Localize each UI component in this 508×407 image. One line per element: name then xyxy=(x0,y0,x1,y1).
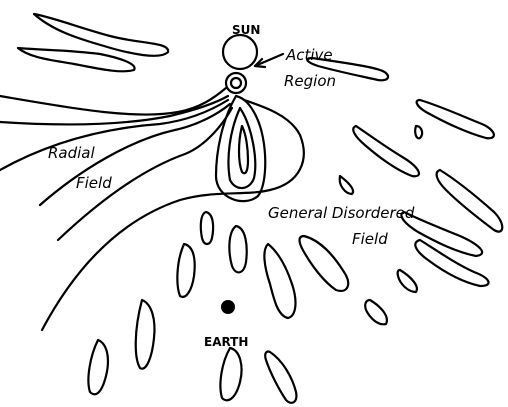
blob-bottom-center xyxy=(220,348,241,400)
blob-left-upper xyxy=(18,48,135,71)
sun-label: SUN xyxy=(232,23,260,37)
active-region-marker xyxy=(226,73,246,93)
active-region-outer-ring xyxy=(226,73,246,93)
blob-far-right xyxy=(437,170,503,232)
blob-right-tiny xyxy=(340,176,353,194)
general-field-label-line2: Field xyxy=(352,230,388,248)
blob-bottom-right xyxy=(265,351,296,402)
streamer-middle xyxy=(228,108,255,188)
blob-lower-center-right xyxy=(264,244,295,318)
radial-field-label-line2: Field xyxy=(76,174,112,192)
streamer-loops xyxy=(216,96,265,201)
active-region-label-line1: Active xyxy=(285,46,333,64)
blob-lower-left xyxy=(136,300,155,369)
sun xyxy=(223,35,257,69)
radial-line-2 xyxy=(0,96,228,124)
radial-field-label-line1: Radial xyxy=(48,144,95,162)
blob-center-left xyxy=(177,244,194,297)
blob-right-small xyxy=(415,126,422,138)
earth-dot xyxy=(221,300,235,314)
active-region-inner-ring xyxy=(231,78,241,88)
earth-label: EARTH xyxy=(204,335,248,349)
blob-center xyxy=(229,226,246,272)
disordered-field-blobs xyxy=(18,14,502,403)
blob-lower-right-tiny xyxy=(398,270,417,292)
blob-lower-right-small xyxy=(365,300,387,324)
sun-disk xyxy=(223,35,257,69)
blob-right-long xyxy=(417,100,494,138)
streamer-inner xyxy=(239,126,248,173)
blob-bottom-left xyxy=(88,340,108,394)
radial-field-lines xyxy=(0,88,304,330)
radial-line-6 xyxy=(42,100,304,330)
active-region-arrow xyxy=(255,54,283,66)
general-field-label-line1: General Disordered xyxy=(268,204,415,222)
active-region-label-line2: Region xyxy=(284,72,336,90)
blob-center-small xyxy=(201,212,213,244)
blob-center-right xyxy=(300,236,349,291)
blob-right-middle xyxy=(353,126,419,176)
streamer-outer xyxy=(216,96,265,201)
